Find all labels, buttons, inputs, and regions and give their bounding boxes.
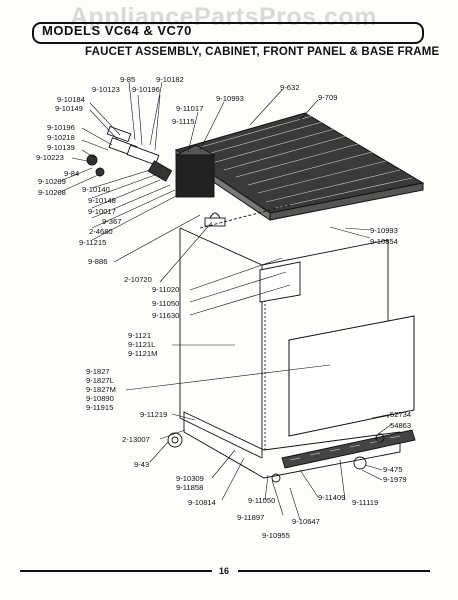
part-label: 9-84 — [64, 169, 80, 178]
part-label: 9-11119 — [352, 498, 379, 507]
part-label: 9-11017 — [176, 104, 204, 113]
part-label: 9-11219 — [140, 410, 168, 419]
front-panel — [288, 315, 415, 437]
part-label: 9-10993 — [370, 226, 398, 235]
part-label: 9-11409 — [318, 493, 346, 502]
part-label: 9-10854 — [370, 237, 398, 246]
part-label: 9-11915 — [86, 403, 114, 412]
part-label: 9-11897 — [237, 513, 265, 522]
faucet-assembly — [86, 125, 226, 227]
part-label: 9-11050 — [248, 496, 276, 505]
part-label: 9-10223 — [36, 153, 64, 162]
part-label: 9-85 — [120, 75, 136, 84]
base-frame — [167, 411, 416, 483]
part-label: 9-367 — [102, 217, 122, 226]
part-label: 9-10123 — [92, 85, 120, 94]
part-label: 9-10196 — [47, 123, 75, 132]
part-label: 9-10148 — [88, 196, 116, 205]
part-label: 9-11630 — [152, 311, 180, 320]
part-label: 9-10647 — [292, 517, 320, 526]
countertop — [174, 112, 425, 221]
part-label: 9-11020 — [152, 285, 180, 294]
part-label: 9-10196 — [132, 85, 160, 94]
part-label: 9-709 — [318, 93, 338, 102]
part-label: 9-11215 — [79, 238, 107, 247]
part-label: 9-10208 — [38, 188, 66, 197]
part-label: 9-11858 — [176, 483, 204, 492]
part-label: 9-10140 — [82, 185, 110, 194]
part-label: 9-886 — [88, 257, 108, 266]
part-label: 2-4680 — [89, 227, 113, 236]
part-label: 9-10890 — [86, 394, 114, 403]
part-label: 9-632 — [280, 83, 300, 92]
part-label: 9-10955 — [262, 531, 290, 540]
part-label: 9-475 — [383, 465, 403, 474]
part-label: 9-1827 — [86, 367, 110, 376]
part-label: 54863 — [390, 421, 412, 430]
part-label: 9-43 — [134, 460, 150, 469]
part-label: 2-13007 — [122, 435, 150, 444]
part-label: 52734 — [390, 410, 412, 419]
part-label: 9-10218 — [47, 133, 75, 142]
leader-lines — [57, 81, 393, 521]
part-label: 9-10184 — [57, 95, 85, 104]
part-label: 9-1827L — [86, 376, 114, 385]
part-label: 9-1979 — [383, 475, 407, 484]
part-label: 9-10209 — [38, 177, 66, 186]
part-label: 9-1121 — [128, 331, 152, 340]
part-label: 9-1121L — [128, 340, 156, 349]
page-number: 16 — [219, 566, 230, 576]
diagram-title: FAUCET ASSEMBLY, CABINET, FRONT PANEL & … — [85, 46, 440, 58]
part-label: 9-1115 — [172, 117, 195, 126]
part-label: 9-10182 — [156, 75, 184, 84]
part-label: 9-10814 — [188, 498, 216, 507]
part-label: 9-10139 — [47, 143, 75, 152]
part-label: 9-1827M — [86, 385, 116, 394]
part-label: 9-1121M — [128, 349, 158, 358]
part-label: 9-10149 — [55, 104, 83, 113]
header-frame — [32, 22, 424, 44]
part-label: 9-10017 — [88, 207, 116, 216]
part-label: 9-11050 — [152, 299, 180, 308]
part-label: 9-10993 — [216, 94, 244, 103]
model-title: MODELS VC64 & VC70 — [42, 23, 192, 38]
part-label: 2-10720 — [124, 275, 152, 284]
watermark: AppliancePartsPros.com — [70, 3, 377, 31]
part-label: 9-10309 — [176, 474, 204, 483]
